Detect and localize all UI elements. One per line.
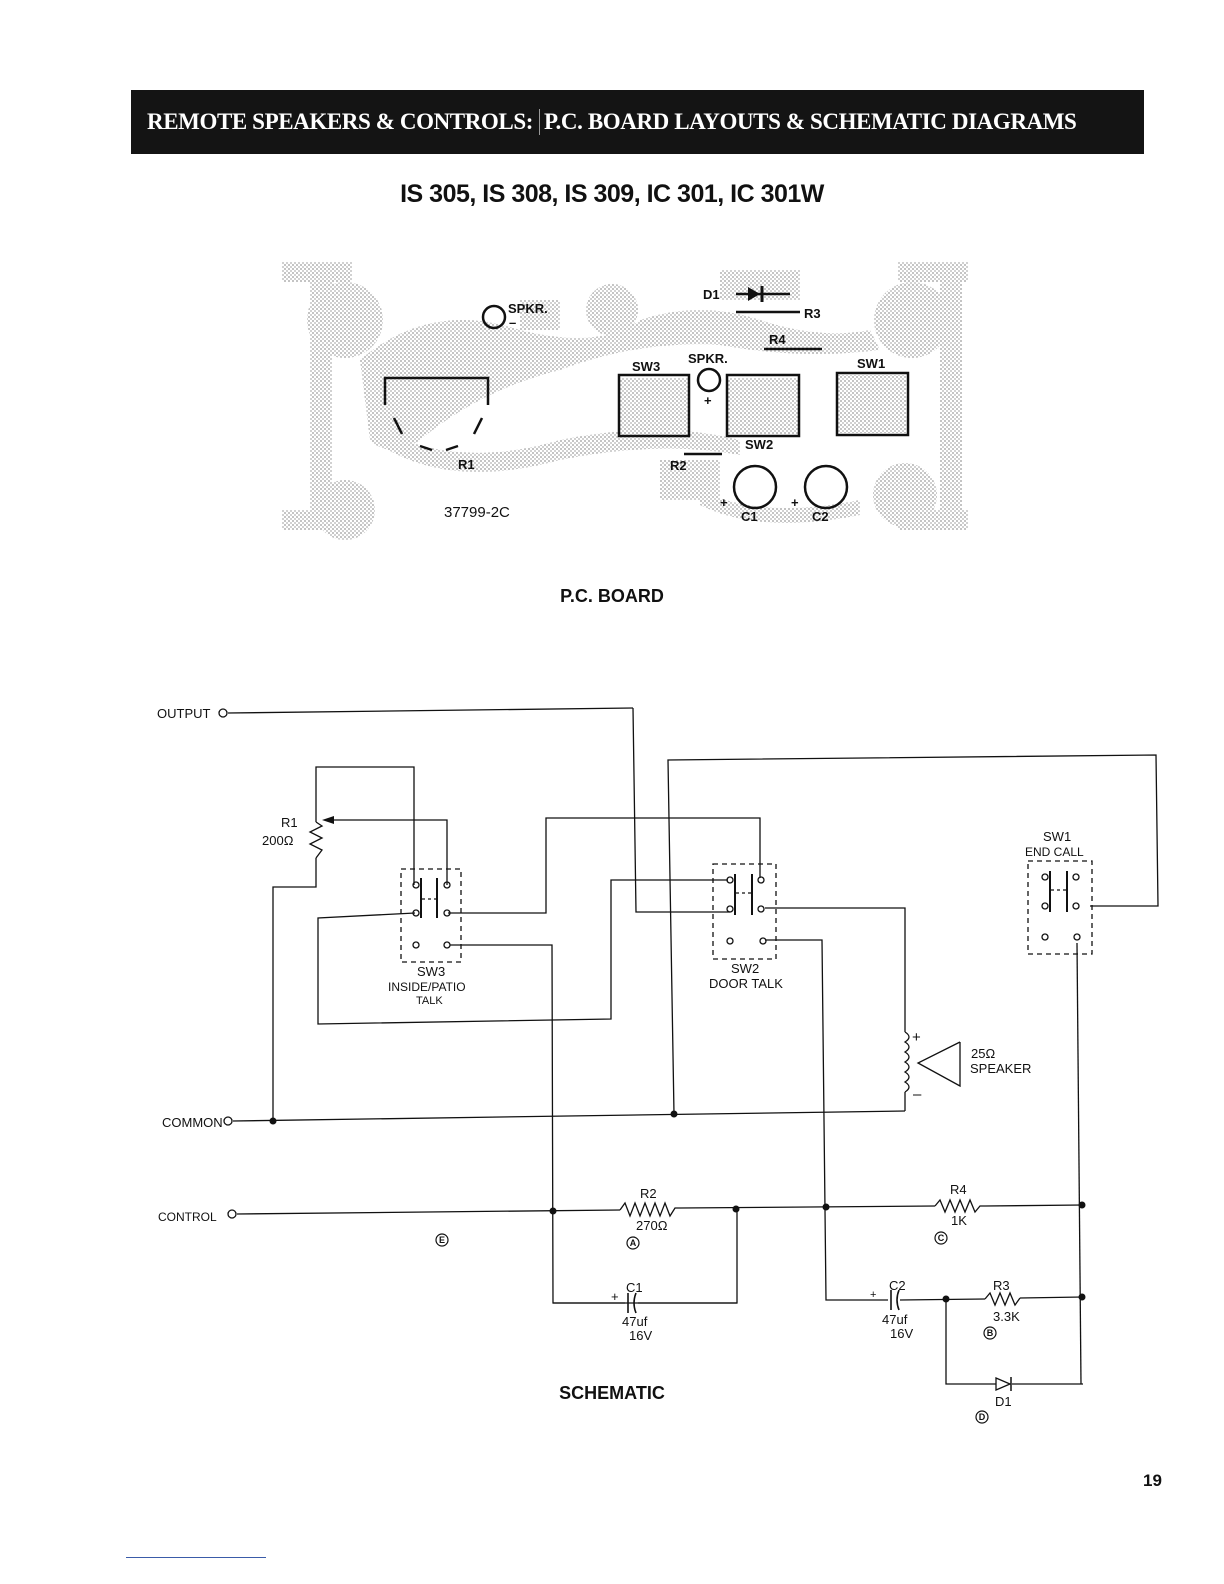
c1-value-2: 16V — [629, 1328, 652, 1343]
output-terminal-label: OUTPUT — [157, 706, 211, 721]
pcb-r1-label: R1 — [458, 457, 475, 472]
test-point-d: D — [979, 1412, 986, 1422]
pcb-r2-label: R2 — [670, 458, 687, 473]
c2-outline — [803, 464, 849, 510]
sw2-ref: SW2 — [731, 961, 759, 976]
r1-value: 200Ω — [262, 833, 294, 848]
speaker-label: SPEAKER — [970, 1061, 1031, 1076]
sw2-outline — [725, 373, 801, 438]
schematic-caption: SCHEMATIC — [559, 1383, 665, 1403]
spkr-minus-pad — [481, 304, 507, 330]
footer-rule — [126, 1557, 266, 1558]
test-point-b: B — [987, 1328, 994, 1338]
sw1-switch-symbol — [1027, 860, 1093, 955]
model-list: IS 305, IS 308, IS 309, IC 301, IC 301W — [400, 180, 824, 208]
c2-value-2: 16V — [890, 1326, 913, 1341]
pcb-board-number: 37799-2C — [444, 504, 510, 521]
pcb-c1-label: C1 — [741, 509, 758, 524]
speaker-symbol — [903, 1031, 961, 1093]
pcb-r4-label: R4 — [769, 332, 786, 347]
sw1-desc: END CALL — [1025, 845, 1084, 859]
test-point-c: C — [938, 1233, 945, 1243]
c2-ref: C2 — [889, 1278, 906, 1293]
control-terminal-label: CONTROL — [158, 1210, 217, 1224]
sw3-switch-symbol — [400, 868, 462, 963]
r4-ref: R4 — [950, 1182, 967, 1197]
section-banner: REMOTE SPEAKERS & CONTROLS: P.C. BOARD L… — [131, 90, 1144, 154]
r3-resistor-symbol — [984, 1291, 1021, 1307]
sw1-ref: SW1 — [1043, 829, 1071, 844]
sw3-desc-1: INSIDE/PATIO — [388, 980, 466, 994]
r4-value: 1K — [951, 1213, 967, 1228]
copper-traces — [282, 262, 968, 540]
banner-title-right: P.C. BOARD LAYOUTS & SCHEMATIC DIAGRAMS — [544, 109, 1077, 134]
sw3-ref: SW3 — [417, 964, 445, 979]
sw2-desc: DOOR TALK — [709, 976, 783, 991]
sw3-desc-2: TALK — [416, 995, 443, 1007]
speaker-value: 25Ω — [971, 1046, 995, 1061]
r2-ref: R2 — [640, 1186, 657, 1201]
pcb-c2-plus: + — [791, 495, 799, 510]
r2-resistor-symbol — [619, 1201, 680, 1218]
pc-board-diagram: SPKR. – SPKR. + D1 R3 R4 SW1 SW2 SW3 R1 … — [282, 262, 968, 540]
test-point-e: E — [439, 1235, 445, 1245]
sw1-outline — [835, 371, 910, 437]
pcb-caption: P.C. BOARD — [560, 586, 664, 606]
c1-ref: C1 — [626, 1280, 643, 1295]
page-number: 19 — [1143, 1471, 1162, 1490]
pcb-minus-sign: – — [509, 315, 516, 330]
pcb-c2-label: C2 — [812, 509, 829, 524]
schematic-labels: OUTPUT COMMON CONTROL R1 200Ω SW3 INSIDE… — [157, 706, 1084, 1409]
banner-divider — [539, 109, 541, 135]
pcb-d1-label: D1 — [703, 287, 720, 302]
c2-plus: + — [870, 1289, 876, 1301]
r1-resistor-symbol — [308, 821, 324, 859]
speaker-plus: + — [912, 1029, 921, 1046]
banner-title-left: REMOTE SPEAKERS & CONTROLS: — [147, 109, 534, 134]
c1-capacitor-symbol — [627, 1292, 637, 1314]
c2-capacitor-symbol — [890, 1289, 900, 1311]
pcb-spkr-minus-label: SPKR. — [508, 301, 548, 316]
pcb-sw3-label: SW3 — [632, 359, 660, 374]
common-terminal-label: COMMON — [162, 1115, 223, 1130]
spkr-plus-pad — [696, 367, 722, 393]
test-point-a: A — [630, 1238, 637, 1248]
c1-outline — [732, 464, 778, 510]
r3-ref: R3 — [993, 1278, 1010, 1293]
sw2-switch-symbol — [712, 863, 777, 960]
r4-resistor-symbol — [934, 1198, 985, 1214]
schematic-wires — [227, 707, 1159, 1385]
pcb-spkr-plus-label: SPKR. — [688, 351, 728, 366]
r1-pot-outline — [383, 376, 490, 405]
sw3-outline — [617, 373, 691, 438]
pcb-r3-label: R3 — [804, 306, 821, 321]
pcb-sw1-label: SW1 — [857, 356, 885, 371]
pcb-plus-sign: + — [704, 393, 712, 408]
d1-diode-symbol — [748, 287, 760, 301]
r2-value: 270Ω — [636, 1218, 668, 1233]
r1-ref: R1 — [281, 815, 298, 830]
r3-value: 3.3K — [993, 1309, 1020, 1324]
r1-wiper-arrow — [322, 816, 334, 824]
speaker-minus: – — [913, 1086, 922, 1103]
terminal-circles — [218, 708, 237, 1219]
pcb-c1-plus: + — [720, 495, 728, 510]
pcb-sw2-label: SW2 — [745, 437, 773, 452]
c2-value-1: 47uf — [882, 1312, 908, 1327]
c1-plus: + — [611, 1289, 619, 1304]
c1-value-1: 47uf — [622, 1314, 648, 1329]
junction-dots — [269, 1110, 1086, 1303]
